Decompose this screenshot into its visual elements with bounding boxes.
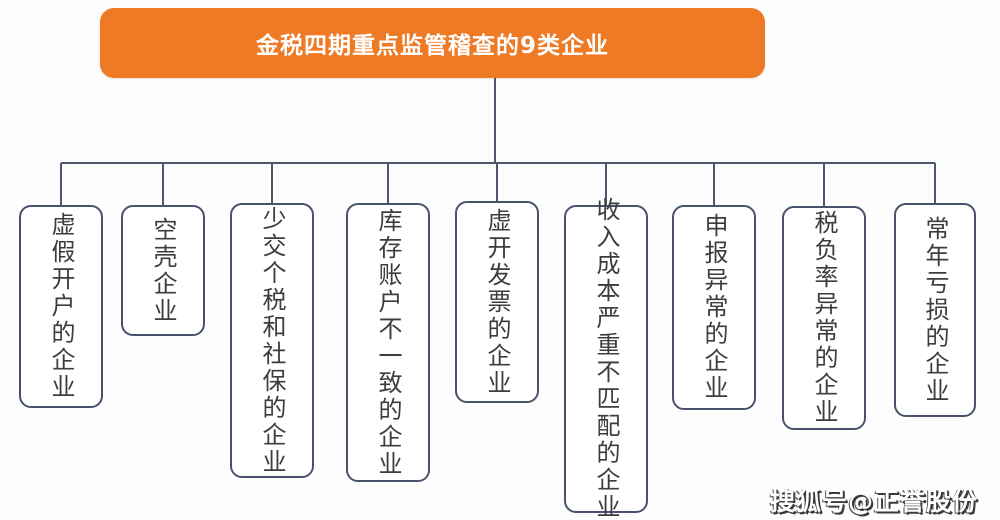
node-label: 申报异常的企业 (700, 213, 728, 402)
node-label: 虚假开户的企业 (47, 212, 75, 401)
branch-node-abnormal-tax-burden: 税负率异常的企业 (782, 206, 866, 430)
node-label: 常年亏损的企业 (921, 215, 949, 405)
branch-node-perennial-losses: 常年亏损的企业 (894, 203, 976, 417)
diagram-title: 金税四期重点监管稽查的9类企业 (255, 33, 609, 59)
watermark: 搜狐号@正誉股份 (769, 487, 978, 516)
branch-node-abnormal-filing: 申报异常的企业 (672, 205, 756, 410)
branch-node-shell-company: 空壳企业 (121, 205, 205, 336)
node-label: 库存账户不一致的企业 (374, 207, 402, 478)
branch-node-inventory-mismatch: 库存账户不一致的企业 (346, 203, 430, 482)
node-label: 少交个税和社保的企业 (258, 205, 286, 476)
branch-node-underpaid-tax-social: 少交个税和社保的企业 (230, 203, 314, 478)
root-node: 金税四期重点监管稽查的9类企业 (100, 8, 765, 78)
node-label: 收入成本严重不匹配的企业 (592, 197, 620, 520)
branch-node-fake-invoices: 虚开发票的企业 (455, 201, 539, 403)
branch-node-fake-accounts: 虚假开户的企业 (19, 205, 103, 408)
node-label: 虚开发票的企业 (483, 207, 511, 397)
node-label: 税负率异常的企业 (810, 210, 838, 426)
branch-node-income-cost-mismatch: 收入成本严重不匹配的企业 (564, 197, 648, 520)
node-label: 空壳企业 (149, 216, 177, 325)
